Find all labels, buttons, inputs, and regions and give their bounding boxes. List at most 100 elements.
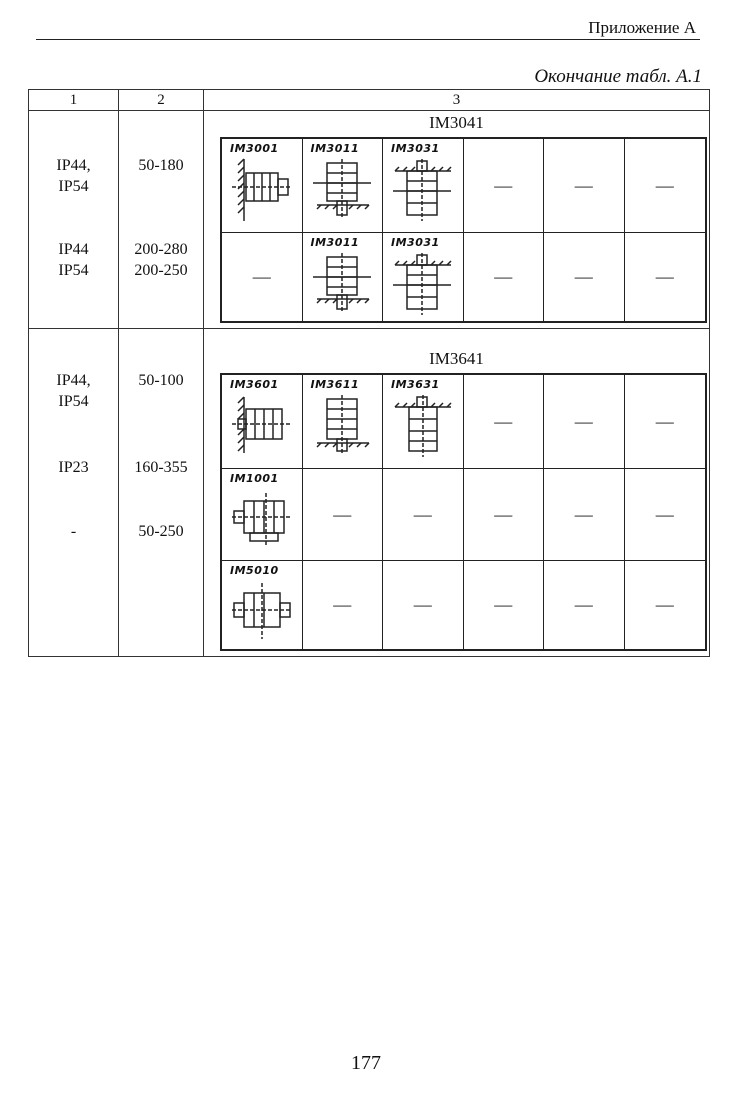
group-im3041: IP44, IP54 IP44 IP54 50-180 200-280 200-… <box>29 111 709 329</box>
vertical-shaft-down-motor-icon <box>311 393 375 459</box>
mounting-cell-im3011: IM3011 <box>303 139 384 233</box>
mounting-label: IM3601 <box>230 378 279 391</box>
flange-wall-motor-icon <box>230 157 294 223</box>
mounting-grid: IM3001 IM3011 <box>220 137 707 323</box>
mounting-cell-empty: — <box>544 375 625 469</box>
mounting-cell-empty: — <box>544 561 625 649</box>
mounting-cell-empty: — <box>625 469 706 561</box>
dash-placeholder: — <box>656 595 674 616</box>
dash-placeholder: — <box>575 175 593 196</box>
column-header-2: 2 <box>119 90 204 110</box>
column-header-1: 1 <box>29 90 119 110</box>
protection-cell: IP44, IP54 IP23 - <box>29 329 119 656</box>
dash-placeholder: — <box>494 411 512 432</box>
mounting-cell-im5010: IM5010 <box>222 561 303 649</box>
header-title: Приложение А <box>588 18 696 38</box>
protection-cell: IP44, IP54 IP44 IP54 <box>29 111 119 328</box>
range-text: 50-180 <box>119 155 203 176</box>
mounting-cell-im3031: IM3031 <box>383 233 464 321</box>
range-text: 50-250 <box>119 521 203 542</box>
table-caption: Окончание табл. А.1 <box>534 66 702 88</box>
mounting-cell-empty: — <box>625 233 706 321</box>
mounting-cell-empty: — <box>464 233 545 321</box>
mounting-cell-empty: — <box>383 561 464 649</box>
mounting-cell-im3631: IM3631 <box>383 375 464 469</box>
mounting-label: IM3011 <box>311 142 360 155</box>
range-text: 200-280 <box>119 239 203 260</box>
dash-placeholder: — <box>414 504 432 525</box>
group-title: IM3041 <box>204 113 709 133</box>
flange-shaft-motor-icon <box>230 579 294 645</box>
dash-placeholder: — <box>494 175 512 196</box>
mounting-cell-im3611: IM3611 <box>303 375 384 469</box>
protection-text: IP23 <box>29 457 118 478</box>
mounting-cell-im3011: IM3011 <box>303 233 384 321</box>
mounting-cell-empty: — <box>464 469 545 561</box>
dash-placeholder: — <box>656 411 674 432</box>
protection-text: - <box>29 521 118 542</box>
range-text: 50-100 <box>119 370 203 391</box>
protection-text: IP54 <box>29 176 118 197</box>
dash-placeholder: — <box>656 175 674 196</box>
mounting-cell-empty: — <box>544 469 625 561</box>
dash-placeholder: — <box>414 595 432 616</box>
header-rule <box>36 39 700 40</box>
flange-wall-motor-icon <box>230 393 294 459</box>
dash-placeholder: — <box>333 595 351 616</box>
mounting-table: 1 2 3 IP44, IP54 IP44 IP54 50-180 200-28… <box>28 89 710 657</box>
mounting-label: IM3611 <box>311 378 360 391</box>
mounting-cell-im1001: IM1001 <box>222 469 303 561</box>
dash-placeholder: — <box>575 595 593 616</box>
mounting-cell: IM3641 IM3601 IM3611 <box>204 329 709 656</box>
dash-placeholder: — <box>494 504 512 525</box>
vertical-shaft-up-motor-icon <box>391 393 455 459</box>
mounting-cell-empty: — <box>303 469 384 561</box>
vertical-shaft-down-motor-icon <box>311 157 375 223</box>
protection-text: IP54 <box>29 260 118 281</box>
protection-text: IP44, <box>29 155 118 176</box>
protection-text: IP44, <box>29 370 118 391</box>
dash-placeholder: — <box>656 267 674 288</box>
dash-placeholder: — <box>333 504 351 525</box>
dash-placeholder: — <box>575 504 593 525</box>
mounting-cell-empty: — <box>464 139 545 233</box>
mounting-cell-empty: — <box>544 139 625 233</box>
mounting-label: IM3631 <box>391 378 440 391</box>
mounting-label: IM5010 <box>230 564 279 577</box>
vertical-shaft-up-motor-icon <box>391 157 455 223</box>
vertical-shaft-up-motor-icon <box>391 251 455 317</box>
mounting-cell-empty: — <box>383 469 464 561</box>
mounting-label: IM3031 <box>391 142 440 155</box>
dash-placeholder: — <box>575 267 593 288</box>
range-text: 160-355 <box>119 457 203 478</box>
foot-mounted-motor-icon <box>230 487 294 553</box>
mounting-cell-empty: — <box>625 375 706 469</box>
range-text: 200-250 <box>119 260 203 281</box>
column-header-3: 3 <box>204 90 709 110</box>
mounting-label: IM3031 <box>391 236 440 249</box>
mounting-cell: IM3041 IM3001 IM3011 <box>204 111 709 328</box>
mounting-cell-empty: — <box>625 561 706 649</box>
mounting-cell-im3601: IM3601 <box>222 375 303 469</box>
dash-placeholder: — <box>656 504 674 525</box>
mounting-cell-empty: — <box>544 233 625 321</box>
table-header-row: 1 2 3 <box>29 90 709 111</box>
mounting-label: IM3001 <box>230 142 279 155</box>
group-im3641: IP44, IP54 IP23 - 50-100 160-355 50-250 … <box>29 329 709 656</box>
range-cell: 50-100 160-355 50-250 <box>119 329 204 656</box>
mounting-label: IM3011 <box>311 236 360 249</box>
protection-text: IP44 <box>29 239 118 260</box>
mounting-cell-im3031: IM3031 <box>383 139 464 233</box>
dash-placeholder: — <box>494 267 512 288</box>
mounting-cell-empty: — <box>303 561 384 649</box>
dash-placeholder: — <box>575 411 593 432</box>
mounting-cell-empty: — <box>625 139 706 233</box>
vertical-shaft-down-motor-icon <box>311 251 375 317</box>
mounting-cell-empty: — <box>222 233 303 321</box>
dash-placeholder: — <box>494 595 512 616</box>
range-cell: 50-180 200-280 200-250 <box>119 111 204 328</box>
mounting-label: IM1001 <box>230 472 279 485</box>
group-title: IM3641 <box>204 349 709 369</box>
mounting-grid: IM3601 IM3611 <box>220 373 707 651</box>
page-number: 177 <box>0 1052 732 1075</box>
